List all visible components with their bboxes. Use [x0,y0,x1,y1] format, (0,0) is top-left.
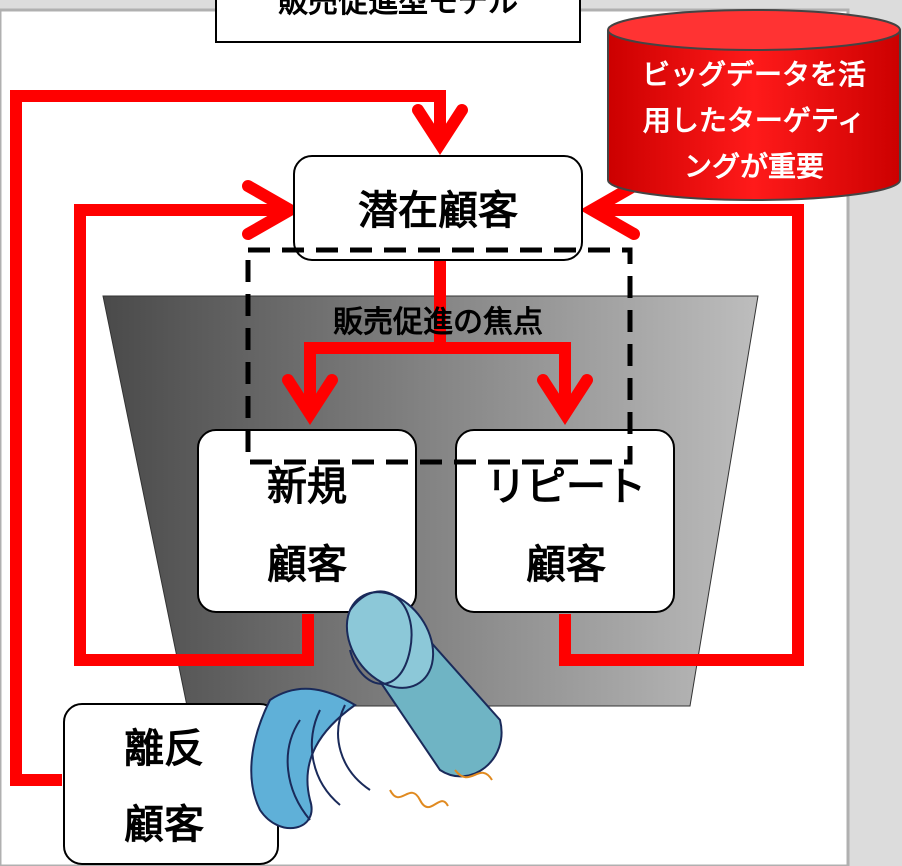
focus-dashed-rect [245,247,633,465]
node-repeat-label-1: リピート [486,464,646,510]
database-note-line-3: ングが重要 [684,150,824,183]
page-title: 販売促進型モデル [278,0,518,20]
node-repeat-customer: リピート 顧客 [455,429,675,613]
arrow-new-to-potential [74,204,314,666]
node-churn-label-1: 離反 [124,726,204,772]
arrow-split [304,342,571,412]
focus-label: 販売促進の焦点 [333,305,543,340]
node-churn-label-2: 顧客 [124,802,204,848]
arrowhead-right-potential [579,180,640,240]
arrowhead-top [412,104,468,156]
node-new-label-2: 顧客 [267,542,347,588]
node-new-label-1: 新規 [267,464,347,510]
node-repeat-label-2: 顧客 [526,542,606,588]
arrowhead-new [282,374,338,426]
database-note-line-1: ビッグデータを活 [642,58,866,91]
arrow-repeat-to-potential [559,204,804,666]
node-churn-customer: 離反 顧客 [63,703,279,865]
arrowhead-repeat [537,374,593,426]
arrowhead-left-potential [242,180,303,240]
title-box: 販売促進型モデル [215,0,581,43]
node-potential-customer: 潜在顧客 [293,155,583,261]
database-note-cylinder: ビッグデータを活 用したターゲティ ングが重要 [607,9,901,201]
database-note-line-2: 用したターゲティ [643,104,865,137]
flow-arrows [10,90,804,786]
node-potential-label: 潜在顧客 [358,188,518,234]
arrow-churn-to-potential [10,90,446,786]
node-new-customer: 新規 顧客 [197,429,417,613]
bucket-pouring-water-icon [250,590,503,829]
